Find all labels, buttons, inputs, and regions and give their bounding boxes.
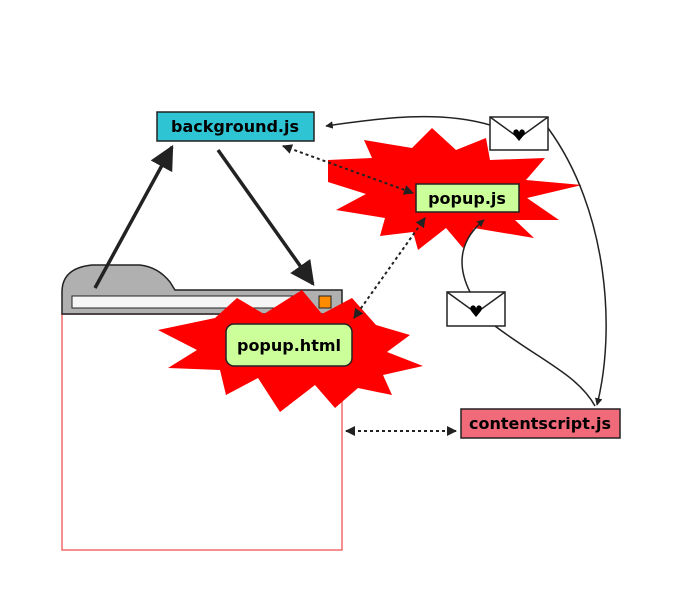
message-arrow-to-popupjs	[461, 219, 485, 293]
popup-html-node: popup.html	[225, 323, 353, 367]
popup-js-node: popup.js	[415, 183, 520, 213]
dotted-arrow-popupjs-popuphtml	[353, 217, 426, 319]
svg-text:♥: ♥	[512, 126, 526, 145]
message-arrow-to-contentscript	[547, 127, 607, 406]
arrow-background-to-extension-button	[216, 148, 315, 286]
background-js-node: background.js	[156, 111, 315, 142]
envelope-heart-icon: ♥	[489, 116, 549, 151]
dotted-arrow-background-popupjs	[282, 144, 414, 195]
address-bar	[71, 295, 307, 309]
arrow-browser-to-background	[93, 144, 174, 289]
svg-text:♥: ♥	[469, 302, 483, 321]
contentscript-js-node: contentscript.js	[460, 408, 621, 439]
extension-button-icon	[318, 295, 332, 309]
envelope-heart-icon: ♥	[446, 291, 506, 327]
popup-js-label: popup.js	[428, 189, 506, 208]
popup-html-label: popup.html	[237, 336, 341, 355]
contentscript-js-label: contentscript.js	[469, 414, 611, 433]
message-arrow-contentscript-link	[494, 325, 596, 407]
background-js-label: background.js	[171, 117, 299, 136]
message-arrow-to-background	[325, 115, 491, 129]
